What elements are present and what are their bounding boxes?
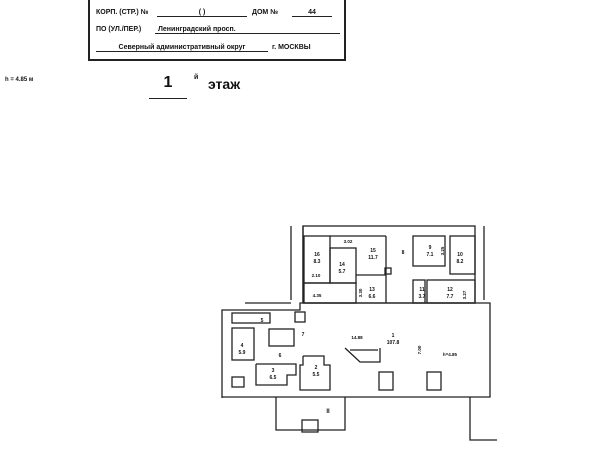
room-14-area: 5.7 — [339, 269, 346, 275]
address-stamp-box — [88, 0, 346, 61]
floor-suffix: й — [194, 74, 199, 81]
dim-2-10: 2.10 — [312, 273, 321, 278]
room-15-num: 15 — [370, 248, 376, 254]
room-12-area: 7.7 — [447, 294, 454, 300]
dim-14-88: 14.88 — [351, 335, 363, 340]
room-3-area: 6.5 — [270, 375, 277, 381]
room-2-num: 2 — [315, 365, 318, 371]
dim-h-4-85: h=4.85 — [443, 352, 458, 357]
street-label: ПО (УЛ./ПЕР.) — [96, 26, 142, 33]
dim-3-25: 3.25 — [440, 246, 445, 255]
height-note: h = 4.85 м — [5, 77, 34, 83]
room-2-area: 5.5 — [313, 372, 320, 378]
floor-label: этаж — [208, 76, 241, 92]
room-8-num: 8 — [402, 250, 405, 256]
dim-7-00: 7.00 — [417, 345, 422, 354]
dim-3-30: 3.30 — [358, 288, 363, 297]
dom-value: 44 — [292, 9, 332, 17]
korp-label: КОРП. (СТР.) № — [96, 9, 149, 16]
dom-label: ДОМ № — [252, 9, 279, 16]
room-16-area: 8.3 — [314, 259, 321, 265]
room-labels: 16 8.3 15 11.7 14 5.7 8 9 7.1 10 8.2 13 … — [239, 245, 464, 381]
section-mark: II — [326, 409, 330, 415]
room-3-num: 3 — [272, 368, 275, 374]
room-4-area: 5.9 — [239, 350, 246, 356]
room-11-area: 3.7 — [419, 294, 426, 300]
street-value: Ленинградский просп. — [155, 26, 340, 34]
room-7-num: 7 — [302, 332, 305, 338]
room-1-num: 1 — [392, 333, 395, 339]
room-9-num: 9 — [429, 245, 432, 251]
dim-3-02: 3.02 — [344, 239, 353, 244]
room-14-num: 14 — [339, 262, 345, 268]
walls — [221, 225, 497, 441]
room-5-num: 5 — [261, 318, 264, 324]
city: г. МОСКВЫ — [272, 44, 311, 51]
room-10-num: 10 — [457, 252, 463, 258]
room-10-area: 8.2 — [457, 259, 464, 265]
room-6-num: 6 — [279, 353, 282, 359]
room-11-num: 11 — [419, 287, 425, 293]
room-13-area: 6.6 — [369, 294, 376, 300]
room-9-area: 7.1 — [427, 252, 434, 258]
korp-value: ( ) — [157, 9, 247, 17]
room-4-num: 4 — [241, 343, 244, 349]
room-16-num: 16 — [314, 252, 320, 258]
dim-4-35: 4.35 — [313, 293, 322, 298]
room-1-area: 107.8 — [387, 340, 400, 346]
room-13-num: 13 — [369, 287, 375, 293]
dim-3-27: 3.27 — [462, 290, 467, 299]
dimension-labels: 3.02 2.10 4.35 3.30 3.25 3.27 14.88 7.00… — [312, 239, 467, 415]
district: Северный административный округ — [96, 44, 268, 52]
room-12-num: 12 — [447, 287, 453, 293]
floor-number: 1 — [149, 74, 187, 99]
room-15-area: 11.7 — [368, 255, 378, 261]
